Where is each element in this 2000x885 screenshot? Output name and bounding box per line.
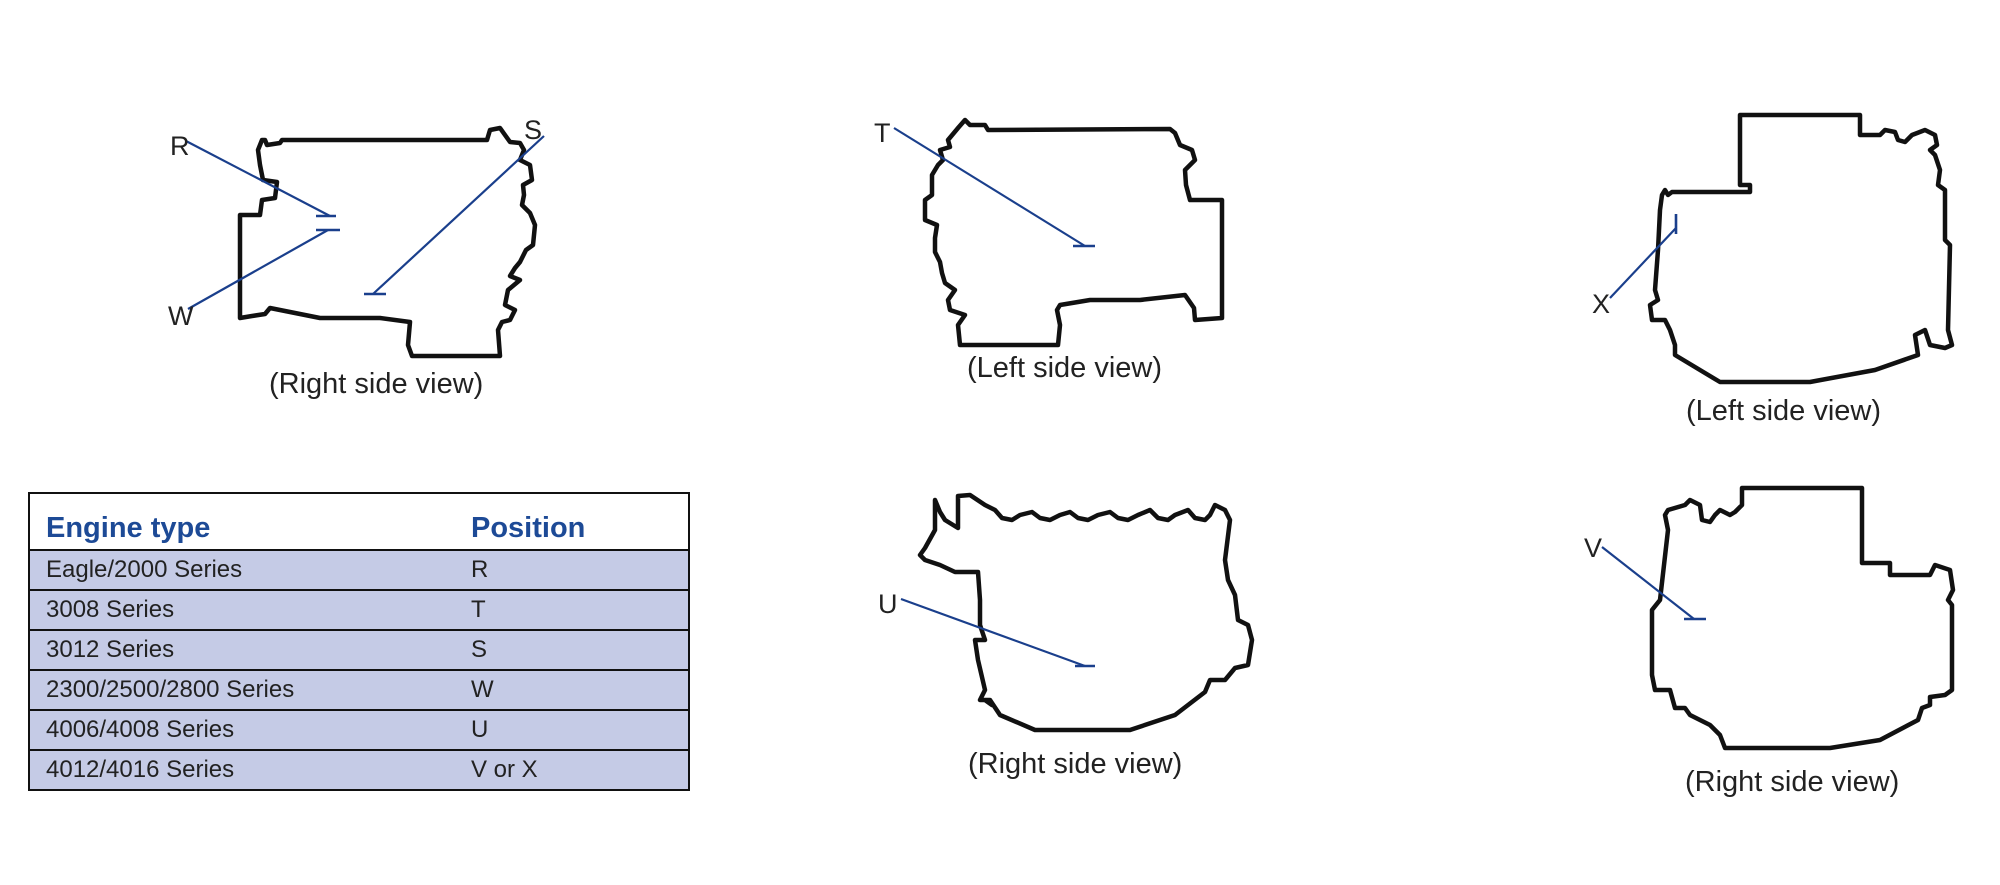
- engine-type-cell: 2300/2500/2800 Series: [29, 670, 459, 711]
- position-cell: U: [459, 710, 689, 751]
- position-label-s: S: [524, 115, 542, 145]
- position-cell: T: [459, 590, 689, 631]
- engine-1-outline: [237, 125, 538, 359]
- table-row: 2300/2500/2800 Series W: [29, 670, 689, 711]
- view-caption-left-side-2: (Left side view): [1686, 395, 1881, 427]
- leader-line-v: [1601, 546, 1695, 620]
- position-cell: W: [459, 670, 689, 711]
- table-row: 3008 Series T: [29, 590, 689, 631]
- engine-type-cell: 4006/4008 Series: [29, 710, 459, 751]
- header-position: Position: [459, 493, 689, 551]
- leader-line-t: [893, 127, 1086, 247]
- table-header-row: Engine type Position: [29, 493, 689, 551]
- view-caption-right-side-1: (Right side view): [269, 368, 483, 400]
- engine-position-table: Engine type Position Eagle/2000 Series R…: [28, 492, 690, 791]
- table-row: 3012 Series S: [29, 630, 689, 671]
- leader-line-s: [372, 135, 545, 295]
- position-label-r: R: [170, 131, 190, 161]
- engine-3-outline: [1647, 112, 1955, 385]
- table-row: 4006/4008 Series U: [29, 710, 689, 751]
- leader-line-u: [900, 597, 1086, 668]
- leader-line-r: [185, 140, 331, 217]
- engine-3-left-side-view: X (Left side view): [1592, 112, 1955, 427]
- engine-type-cell: Eagle/2000 Series: [29, 550, 459, 591]
- table-row: Eagle/2000 Series R: [29, 550, 689, 591]
- engine-2-left-side-view: T (Left side view): [874, 117, 1225, 384]
- position-label-v: V: [1584, 533, 1602, 563]
- position-label-x: X: [1592, 289, 1610, 319]
- header-engine-type: Engine type: [29, 493, 459, 551]
- view-caption-right-side-2: (Right side view): [968, 748, 1182, 780]
- leader-line-w: [187, 229, 329, 310]
- position-label-w: W: [168, 301, 194, 331]
- position-cell: S: [459, 630, 689, 671]
- engine-4-outline: [917, 492, 1255, 733]
- engine-type-cell: 3012 Series: [29, 630, 459, 671]
- engine-4-right-side-view: U (Right side view): [878, 492, 1255, 780]
- engine-type-cell: 4012/4016 Series: [29, 750, 459, 790]
- view-caption-left-side-1: (Left side view): [967, 352, 1162, 384]
- position-cell: V or X: [459, 750, 689, 790]
- view-caption-right-side-3: (Right side view): [1685, 766, 1899, 798]
- position-label-t: T: [874, 118, 891, 148]
- position-cell: R: [459, 550, 689, 591]
- engine-2-outline: [922, 117, 1225, 348]
- engine-5-right-side-view: V (Right side view): [1584, 485, 1956, 798]
- engine-type-cell: 3008 Series: [29, 590, 459, 631]
- engine-5-outline: [1649, 485, 1956, 751]
- table-row: 4012/4016 Series V or X: [29, 750, 689, 790]
- engine-1-right-side-view: R S W (Right side view): [168, 115, 545, 400]
- position-label-u: U: [878, 589, 898, 619]
- leader-line-x: [1609, 227, 1677, 299]
